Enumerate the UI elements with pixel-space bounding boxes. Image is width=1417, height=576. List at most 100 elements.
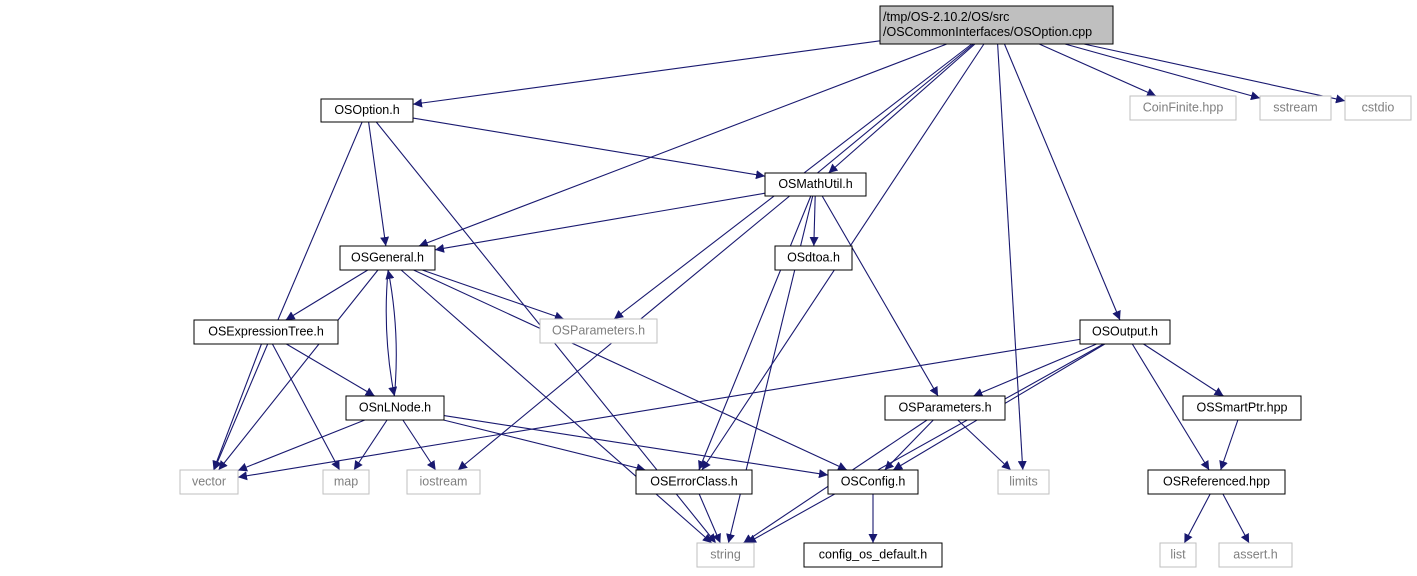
edge-osnlnode-to-vector xyxy=(237,419,366,472)
edge-root-to-osmathutil xyxy=(828,43,976,174)
node-label: list xyxy=(1170,548,1186,562)
node-box xyxy=(1259,95,1332,121)
node-osmathutil[interactable]: OSMathUtil.h xyxy=(764,172,867,197)
edge-root-to-limits xyxy=(997,43,1027,471)
edge-osgeneral-to-osparams_ext xyxy=(422,269,564,321)
node-box xyxy=(635,469,753,495)
node-limits: limits xyxy=(997,469,1050,495)
edge-osmathutil-to-osdtoa xyxy=(809,195,819,247)
node-box xyxy=(193,319,339,345)
node-box xyxy=(339,245,436,271)
node-osdtoa[interactable]: OSdtoa.h xyxy=(774,245,853,271)
node-osparams-ext: OSParameters.h xyxy=(539,318,658,344)
node-ossmartptr[interactable]: OSSmartPtr.hpp xyxy=(1182,395,1302,421)
node-label: OSSmartPtr.hpp xyxy=(1196,401,1287,415)
edge-ossmartptr-to-osreferenced xyxy=(1219,419,1239,471)
edge-osparams-to-limits xyxy=(957,419,1012,471)
edge-root-to-osoutput xyxy=(1003,43,1121,321)
node-label: cstdio xyxy=(1362,101,1395,115)
node-iostream: iostream xyxy=(406,469,481,495)
edge-osmathutil-to-oserrorclass xyxy=(698,195,812,471)
node-box xyxy=(1129,95,1237,121)
edge-osoption_h-to-osgeneral xyxy=(368,121,390,247)
edge-osoutput-to-ossmartptr xyxy=(1143,343,1224,397)
node-label: string xyxy=(710,548,741,562)
node-box xyxy=(539,318,658,344)
edges xyxy=(212,40,1346,544)
node-label: assert.h xyxy=(1233,548,1278,562)
edge-root-to-cstdio xyxy=(1083,43,1346,104)
node-label: OSParameters.h xyxy=(552,324,645,338)
node-box xyxy=(997,469,1050,495)
node-box xyxy=(803,542,943,568)
edge-osexprtree-to-map xyxy=(271,343,341,471)
node-cstdio: cstdio xyxy=(1344,95,1412,121)
edge-osexprtree-to-osnlnode xyxy=(286,343,375,397)
node-osnlnode[interactable]: OSnLNode.h xyxy=(345,395,445,421)
edge-osoption_h-to-osmathutil xyxy=(412,117,766,180)
edge-osmathutil-to-osparams xyxy=(821,195,939,397)
node-box xyxy=(322,469,370,495)
edge-root-to-sstream xyxy=(1064,43,1261,101)
edge-root-to-osgeneral xyxy=(418,43,948,247)
edge-osoutput-to-string xyxy=(746,343,1104,544)
node-label: config_os_default.h xyxy=(819,548,927,562)
node-label: vector xyxy=(192,475,226,489)
edge-osexprtree-to-vector xyxy=(212,343,262,471)
node-label: iostream xyxy=(420,475,468,489)
node-box xyxy=(879,5,1114,45)
edge-osnlnode-to-oserrorclass xyxy=(443,419,646,473)
edge-osoutput-to-vector xyxy=(237,338,1081,481)
node-label: /tmp/OS-2.10.2/OS/src xyxy=(883,10,1009,24)
node-osoutput[interactable]: OSOutput.h xyxy=(1079,319,1171,345)
node-string: string xyxy=(696,542,755,568)
node-oserrorclass[interactable]: OSErrorClass.h xyxy=(635,469,753,495)
node-root[interactable]: /tmp/OS-2.10.2/OS/src/OSCommonInterfaces… xyxy=(879,5,1114,45)
edge-root-to-iostream xyxy=(457,43,974,471)
node-box xyxy=(320,98,414,123)
edge-root-to-coinfinite xyxy=(1038,43,1157,97)
node-label: sstream xyxy=(1273,101,1317,115)
node-coinfinite: CoinFinite.hpp xyxy=(1129,95,1237,121)
node-osexprtree[interactable]: OSExpressionTree.h xyxy=(193,319,339,345)
node-box xyxy=(1159,542,1197,568)
edge-osnlnode-to-osgeneral xyxy=(385,269,397,397)
node-osgeneral[interactable]: OSGeneral.h xyxy=(339,245,436,271)
node-label: OSMathUtil.h xyxy=(778,177,852,191)
node-label: OSdtoa.h xyxy=(787,251,840,265)
edge-osreferenced-to-assert xyxy=(1222,493,1250,544)
edge-osnlnode-to-map xyxy=(353,419,388,471)
edge-osgeneral-to-osexprtree xyxy=(285,269,369,321)
node-label: OSExpressionTree.h xyxy=(208,325,324,339)
node-box xyxy=(406,469,481,495)
node-box xyxy=(1344,95,1412,121)
edge-osmathutil-to-osgeneral xyxy=(434,192,766,253)
node-label: OSParameters.h xyxy=(898,401,991,415)
node-vector: vector xyxy=(179,469,239,495)
node-configosdefault[interactable]: config_os_default.h xyxy=(803,542,943,568)
edge-osoption_h-to-vector xyxy=(213,121,363,471)
edge-osmathutil-to-string xyxy=(726,195,814,544)
node-box xyxy=(1147,469,1286,495)
node-label: /OSCommonInterfaces/OSOption.cpp xyxy=(883,25,1092,39)
node-osoption-h[interactable]: OSOption.h xyxy=(320,98,414,123)
node-label: OSOption.h xyxy=(334,103,399,117)
node-list: list xyxy=(1159,542,1197,568)
edge-osreferenced-to-list xyxy=(1183,493,1211,544)
edge-osoutput-to-osparams xyxy=(973,343,1097,397)
edge-osgeneral-to-osnlnode xyxy=(385,269,398,397)
node-box xyxy=(1079,319,1171,345)
node-label: OSErrorClass.h xyxy=(650,475,738,489)
edge-oserrorclass-to-string xyxy=(698,493,721,544)
node-box xyxy=(827,469,919,495)
edge-osnlnode-to-osconfig xyxy=(443,415,829,479)
edge-osnlnode-to-iostream xyxy=(402,419,437,471)
node-box xyxy=(884,395,1006,421)
node-osconfig[interactable]: OSConfig.h xyxy=(827,469,919,495)
node-label: OSOutput.h xyxy=(1092,325,1158,339)
node-osreferenced[interactable]: OSReferenced.hpp xyxy=(1147,469,1286,495)
node-assert: assert.h xyxy=(1218,542,1293,568)
edge-root-to-osoption_h xyxy=(412,40,881,108)
node-osparams[interactable]: OSParameters.h xyxy=(884,395,1006,421)
node-label: limits xyxy=(1009,475,1037,489)
